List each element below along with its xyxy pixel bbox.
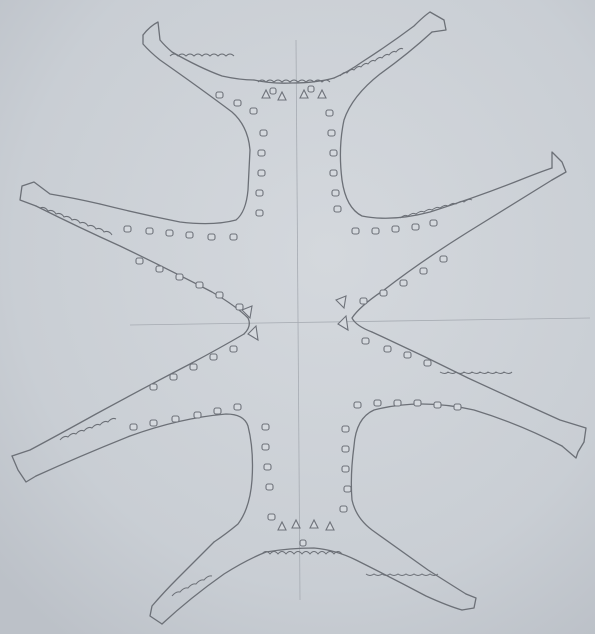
bead-mark bbox=[434, 402, 441, 408]
bead-mark bbox=[262, 424, 269, 430]
bead-mark bbox=[372, 228, 379, 234]
bead-mark bbox=[234, 100, 241, 106]
bead-mark bbox=[332, 190, 339, 196]
bead-mark bbox=[250, 108, 257, 114]
bead-mark bbox=[136, 258, 143, 264]
bead-mark bbox=[124, 226, 131, 232]
bead-mark bbox=[360, 298, 367, 304]
bead-mark bbox=[270, 88, 276, 94]
bead-mark bbox=[328, 130, 335, 136]
bead-mark bbox=[208, 234, 215, 240]
bead-mark bbox=[342, 446, 349, 452]
bead-mark bbox=[166, 230, 173, 236]
bead-mark bbox=[190, 364, 197, 370]
bead-mark bbox=[424, 360, 431, 366]
bead-mark bbox=[258, 150, 265, 156]
bead-mark bbox=[400, 280, 407, 286]
bead-mark bbox=[216, 92, 223, 98]
bead-mark bbox=[130, 424, 137, 430]
bead-mark bbox=[430, 220, 437, 226]
bead-mark bbox=[260, 130, 267, 136]
bead-mark bbox=[326, 110, 333, 116]
bead-mark bbox=[194, 412, 201, 418]
bead-mark bbox=[362, 338, 369, 344]
bead-mark bbox=[344, 486, 351, 492]
bead-mark bbox=[412, 224, 419, 230]
bead-mark bbox=[150, 420, 157, 426]
bead-mark bbox=[342, 426, 349, 432]
bead-mark bbox=[300, 540, 306, 546]
bead-mark bbox=[146, 228, 153, 234]
bead-mark bbox=[384, 346, 391, 352]
bead-mark bbox=[258, 170, 265, 176]
bead-mark bbox=[394, 400, 401, 406]
bead-mark bbox=[262, 444, 269, 450]
bead-mark bbox=[420, 268, 427, 274]
bead-mark bbox=[308, 86, 314, 92]
bead-mark bbox=[186, 232, 193, 238]
bead-mark bbox=[264, 464, 271, 470]
bead-mark bbox=[256, 210, 263, 216]
bead-mark bbox=[380, 290, 387, 296]
bead-mark bbox=[210, 354, 217, 360]
bead-mark bbox=[392, 226, 399, 232]
bead-mark bbox=[266, 484, 273, 490]
bead-mark bbox=[176, 274, 183, 280]
bead-mark bbox=[334, 206, 341, 212]
bead-mark bbox=[414, 400, 421, 406]
bead-mark bbox=[268, 514, 275, 520]
bead-mark bbox=[216, 292, 223, 298]
bead-mark bbox=[256, 190, 263, 196]
bead-mark bbox=[214, 408, 221, 414]
bead-mark bbox=[330, 150, 337, 156]
bead-mark bbox=[374, 400, 381, 406]
bead-mark bbox=[354, 402, 361, 408]
bead-mark bbox=[230, 346, 237, 352]
bead-mark bbox=[330, 170, 337, 176]
bead-mark bbox=[172, 416, 179, 422]
bead-mark bbox=[196, 282, 203, 288]
bead-mark bbox=[454, 404, 461, 410]
bead-mark bbox=[440, 256, 447, 262]
bead-mark bbox=[234, 404, 241, 410]
bead-mark bbox=[150, 384, 157, 390]
bead-mark bbox=[340, 506, 347, 512]
bead-mark bbox=[156, 266, 163, 272]
bead-mark bbox=[404, 352, 411, 358]
bead-mark bbox=[236, 304, 243, 310]
bead-mark bbox=[170, 374, 177, 380]
bead-mark bbox=[342, 466, 349, 472]
bead-mark bbox=[230, 234, 237, 240]
bead-mark bbox=[352, 228, 359, 234]
